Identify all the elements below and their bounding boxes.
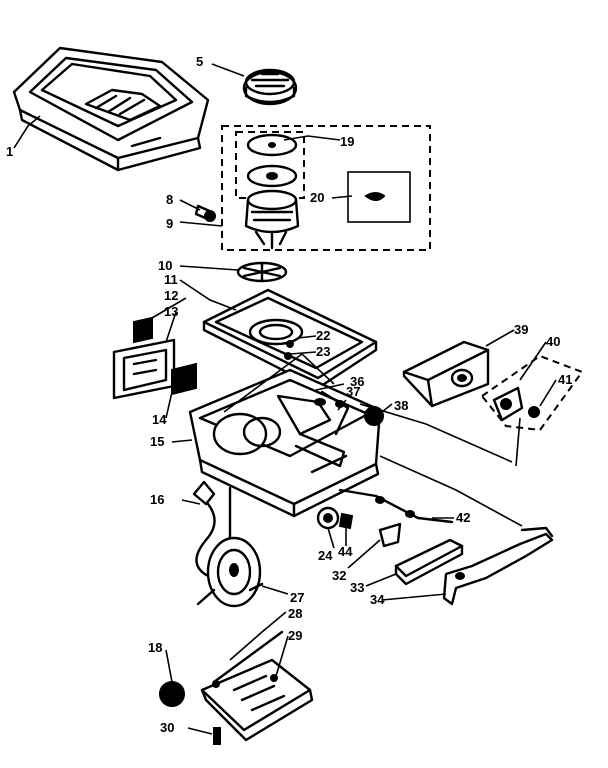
part-axle-28 [212,630,284,688]
part-screw-30 [213,727,221,745]
callout-8: 8 [166,192,173,207]
part-power-cord-16 [192,480,216,578]
part-bracket-32 [378,522,402,548]
part-filter-pad-14 [171,362,197,396]
callout-20: 20 [310,190,324,205]
callout-1: 1 [6,144,13,159]
callout-10: 10 [158,258,172,273]
part-bumper-39 [402,340,490,408]
part-plate-33 [394,538,464,586]
callout-40: 40 [546,334,560,349]
callout-36: 36 [350,374,364,389]
callout-labels: 1 5 19 8 20 9 10 11 12 13 22 23 39 40 41… [6,54,572,735]
part-hood-cover [12,46,210,172]
callout-13: 13 [164,304,178,319]
callout-27: 27 [290,590,304,605]
part-motor-assembly [221,125,431,251]
callout-11: 11 [164,272,178,287]
part-knob-38 [364,406,384,426]
part-wheel-24 [316,506,340,530]
callout-41: 41 [558,372,572,387]
callout-39: 39 [514,322,528,337]
part-bottom-plate-29 [200,658,314,742]
callout-37: 37 [346,384,360,399]
part-clip-44 [338,512,354,530]
part-cord-reel-27 [196,486,264,608]
callout-12: 12 [164,288,178,303]
part-screw-8 [194,204,216,222]
part-gasket-10 [236,261,288,283]
callout-30: 30 [160,720,174,735]
part-housing-15 [188,368,382,518]
callout-28: 28 [288,606,302,621]
callout-42: 42 [456,510,470,525]
callout-5: 5 [196,54,203,69]
part-filter-cap [242,68,298,106]
callout-18: 18 [148,640,162,655]
callout-24: 24 [318,548,333,563]
callout-14: 14 [152,412,167,427]
callout-22: 22 [316,328,330,343]
callout-15: 15 [150,434,164,449]
callout-29: 29 [288,628,302,643]
part-latch-40 [480,354,584,432]
callout-23: 23 [316,344,330,359]
leader-lines [13,63,557,735]
callout-19: 19 [340,134,354,149]
part-wheel-18 [159,681,185,707]
callout-38: 38 [394,398,408,413]
callout-16: 16 [150,492,164,507]
callout-9: 9 [166,216,173,231]
callout-33: 33 [350,580,364,595]
callout-44: 44 [338,544,353,559]
part-handle-bar-34 [442,526,554,606]
part-screw-41 [528,406,540,418]
callout-34: 34 [370,592,385,607]
part-filter-frame-13 [112,338,176,400]
part-rail-42 [338,488,454,524]
callout-32: 32 [332,568,346,583]
part-filter-12 [133,316,153,344]
